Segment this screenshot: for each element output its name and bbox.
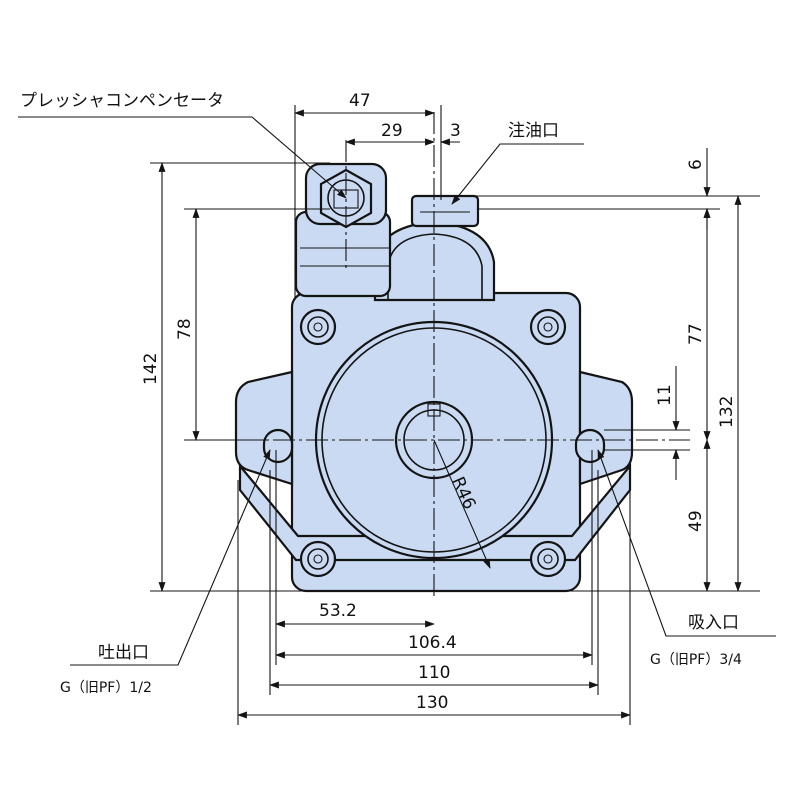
dim-77: 77: [686, 323, 706, 345]
text-labels: プレッシャコンペンセータ 注油口 吐出口 G（旧PF）1/2 吸入口 G（旧PF…: [20, 91, 742, 713]
suction-port-slot: [574, 428, 606, 464]
center-lines: [240, 112, 690, 598]
dim-78: 78: [175, 318, 195, 340]
bottom-dimensions: [237, 450, 631, 725]
dim-29: 29: [381, 121, 403, 141]
dim-106-4: 106.4: [408, 633, 457, 653]
dim-3: 3: [450, 121, 461, 141]
label-suction-spec: G（旧PF）3/4: [650, 652, 742, 668]
label-oil-fill-port: 注油口: [508, 121, 559, 141]
label-suction-port: 吸入口: [688, 613, 739, 633]
oil-fill-boss: [410, 194, 480, 228]
bolt-top-left: [299, 308, 337, 346]
label-discharge-spec: G（旧PF）1/2: [60, 680, 152, 696]
dim-142: 142: [141, 353, 161, 385]
bolt-bottom-left: [299, 540, 337, 578]
dim-132: 132: [717, 396, 737, 428]
dim-47: 47: [349, 91, 371, 111]
bolt-bottom-right: [529, 540, 567, 578]
top-dimensions: [294, 105, 460, 300]
dim-11: 11: [655, 384, 675, 406]
dim-6: 6: [686, 159, 706, 170]
dim-53-2: 53.2: [319, 601, 357, 621]
left-dimensions: [150, 162, 760, 592]
callout-leaders: [18, 116, 776, 666]
upper-dome-inner: [387, 233, 483, 300]
dim-49: 49: [686, 510, 706, 532]
label-pressure-compensator: プレッシャコンペンセータ: [20, 91, 224, 111]
right-dimensions: [470, 148, 760, 592]
right-flange: [578, 370, 634, 486]
left-flange: [234, 370, 294, 486]
label-discharge-port: 吐出口: [98, 643, 149, 663]
bolt-top-right: [529, 308, 567, 346]
discharge-port-slot: [262, 428, 294, 464]
dim-110: 110: [418, 663, 450, 683]
dim-130: 130: [416, 693, 448, 713]
r46-leader: [433, 439, 491, 569]
